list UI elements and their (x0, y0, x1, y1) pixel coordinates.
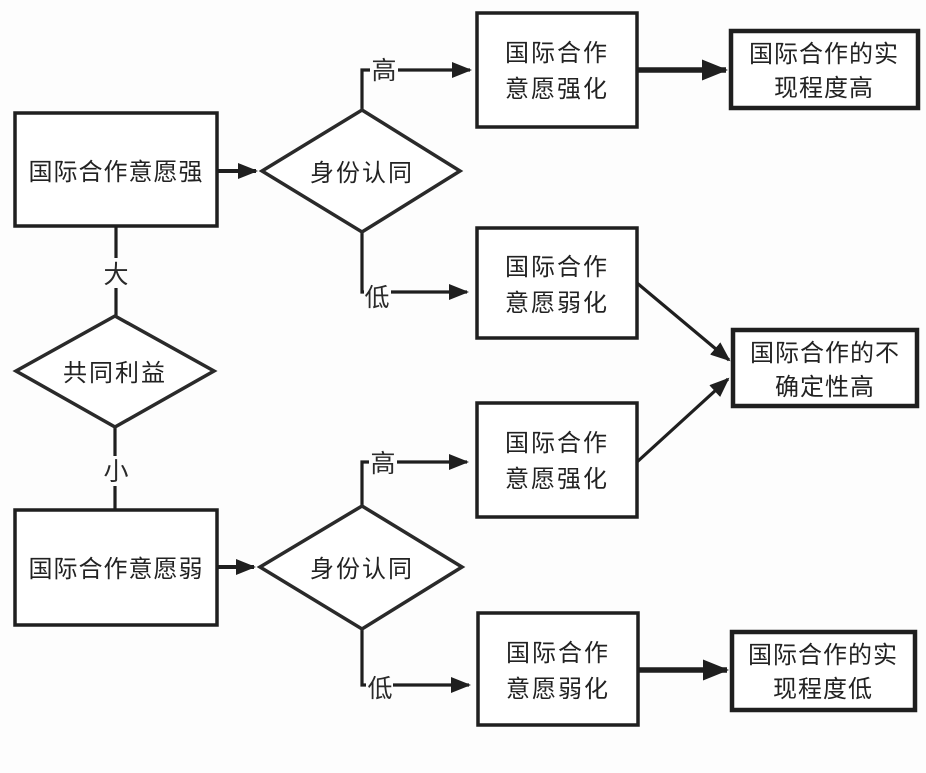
box-weaken-top-line1: 国际合作 (505, 254, 609, 281)
box-strengthen-top-line2: 意愿强化 (505, 76, 609, 103)
box-outcome-low-shape (729, 629, 918, 713)
node-diamond-identity-bottom: 身份认同 (256, 503, 466, 632)
edges (113, 59, 731, 693)
edge-label-identity-top-high: 高 (371, 57, 396, 85)
box-weaken-top-shape (475, 226, 639, 340)
diamond-identity-bottom-shape (256, 503, 466, 632)
diamond-identity-top-shape (258, 107, 464, 235)
box-weaken-bottom-line1: 国际合作 (506, 640, 610, 667)
node-box-strengthen-bottom: 国际合作 意愿强化 (475, 401, 639, 519)
diamond-common-interest-label: 共同利益 (63, 360, 167, 387)
edge-label-interest-big: 大 (103, 261, 128, 289)
edge-identity-bottom-high (360, 454, 469, 509)
node-box-strengthen-top: 国际合作 意愿强化 (475, 11, 639, 129)
edge-label-identity-bottom-high: 高 (370, 450, 395, 478)
edge-label-identity-bottom-low: 低 (367, 675, 392, 703)
box-will-strong-label: 国际合作意愿强 (29, 159, 204, 186)
box-weaken-bottom-shape (476, 611, 640, 727)
node-box-outcome-high: 国际合作的实 现程度高 (728, 28, 921, 111)
diamond-common-interest-shape (12, 313, 218, 430)
box-will-weak-label: 国际合作意愿弱 (29, 556, 204, 583)
box-will-strong-shape (13, 111, 219, 228)
edge-identity-top-low (360, 229, 469, 300)
edge-labels: 大 小 高 低 高 低 (101, 53, 398, 703)
box-outcome-uncertain-line2: 确定性高 (775, 374, 875, 401)
box-strengthen-top-shape (475, 11, 639, 129)
node-diamond-identity-top: 身份认同 (258, 107, 464, 235)
node-box-outcome-uncertain: 国际合作的不 确定性高 (730, 327, 920, 409)
box-outcome-uncertain-line1: 国际合作的不 (750, 340, 900, 367)
label-bg (369, 446, 397, 478)
box-weaken-bottom-line2: 意愿弱化 (506, 676, 610, 703)
box-weaken-top-line2: 意愿弱化 (505, 290, 609, 317)
box-outcome-high-shape (728, 28, 921, 111)
edge-identity-bottom-low (360, 626, 471, 693)
box-outcome-uncertain-shape (730, 327, 920, 409)
label-bg (101, 258, 131, 288)
box-strengthen-top-line1: 国际合作 (505, 40, 609, 67)
label-bg (101, 456, 131, 486)
node-box-outcome-low: 国际合作的实 现程度低 (729, 629, 918, 713)
label-bg (366, 672, 393, 703)
box-strengthen-bottom-shape (475, 401, 639, 519)
box-will-weak-shape (13, 508, 219, 627)
label-bg (370, 53, 398, 85)
box-outcome-high-line2: 现程度高 (774, 75, 874, 102)
node-box-weaken-bottom: 国际合作 意愿弱化 (476, 611, 640, 727)
edge-identity-top-high (360, 62, 472, 114)
box-outcome-low-line2: 现程度低 (773, 676, 873, 703)
edge-label-interest-small: 小 (103, 458, 128, 486)
diamond-identity-bottom-label: 身份认同 (310, 556, 414, 583)
box-strengthen-bottom-line1: 国际合作 (505, 430, 609, 457)
diamond-identity-top-label: 身份认同 (310, 160, 414, 187)
node-box-will-strong: 国际合作意愿强 (13, 111, 219, 228)
edge-strengthen-bottom-to-outcome-uncertain (635, 377, 730, 464)
box-strengthen-bottom-line2: 意愿强化 (505, 466, 609, 493)
node-box-weaken-top: 国际合作 意愿弱化 (475, 226, 639, 340)
label-bg (364, 281, 391, 312)
box-outcome-high-line1: 国际合作的实 (749, 41, 899, 68)
edge-label-identity-top-low: 低 (364, 284, 389, 312)
edge-weaken-top-to-outcome-uncertain (635, 281, 731, 362)
node-diamond-common-interest: 共同利益 (12, 313, 218, 430)
node-box-will-weak: 国际合作意愿弱 (13, 508, 219, 627)
box-outcome-low-line1: 国际合作的实 (748, 642, 898, 669)
